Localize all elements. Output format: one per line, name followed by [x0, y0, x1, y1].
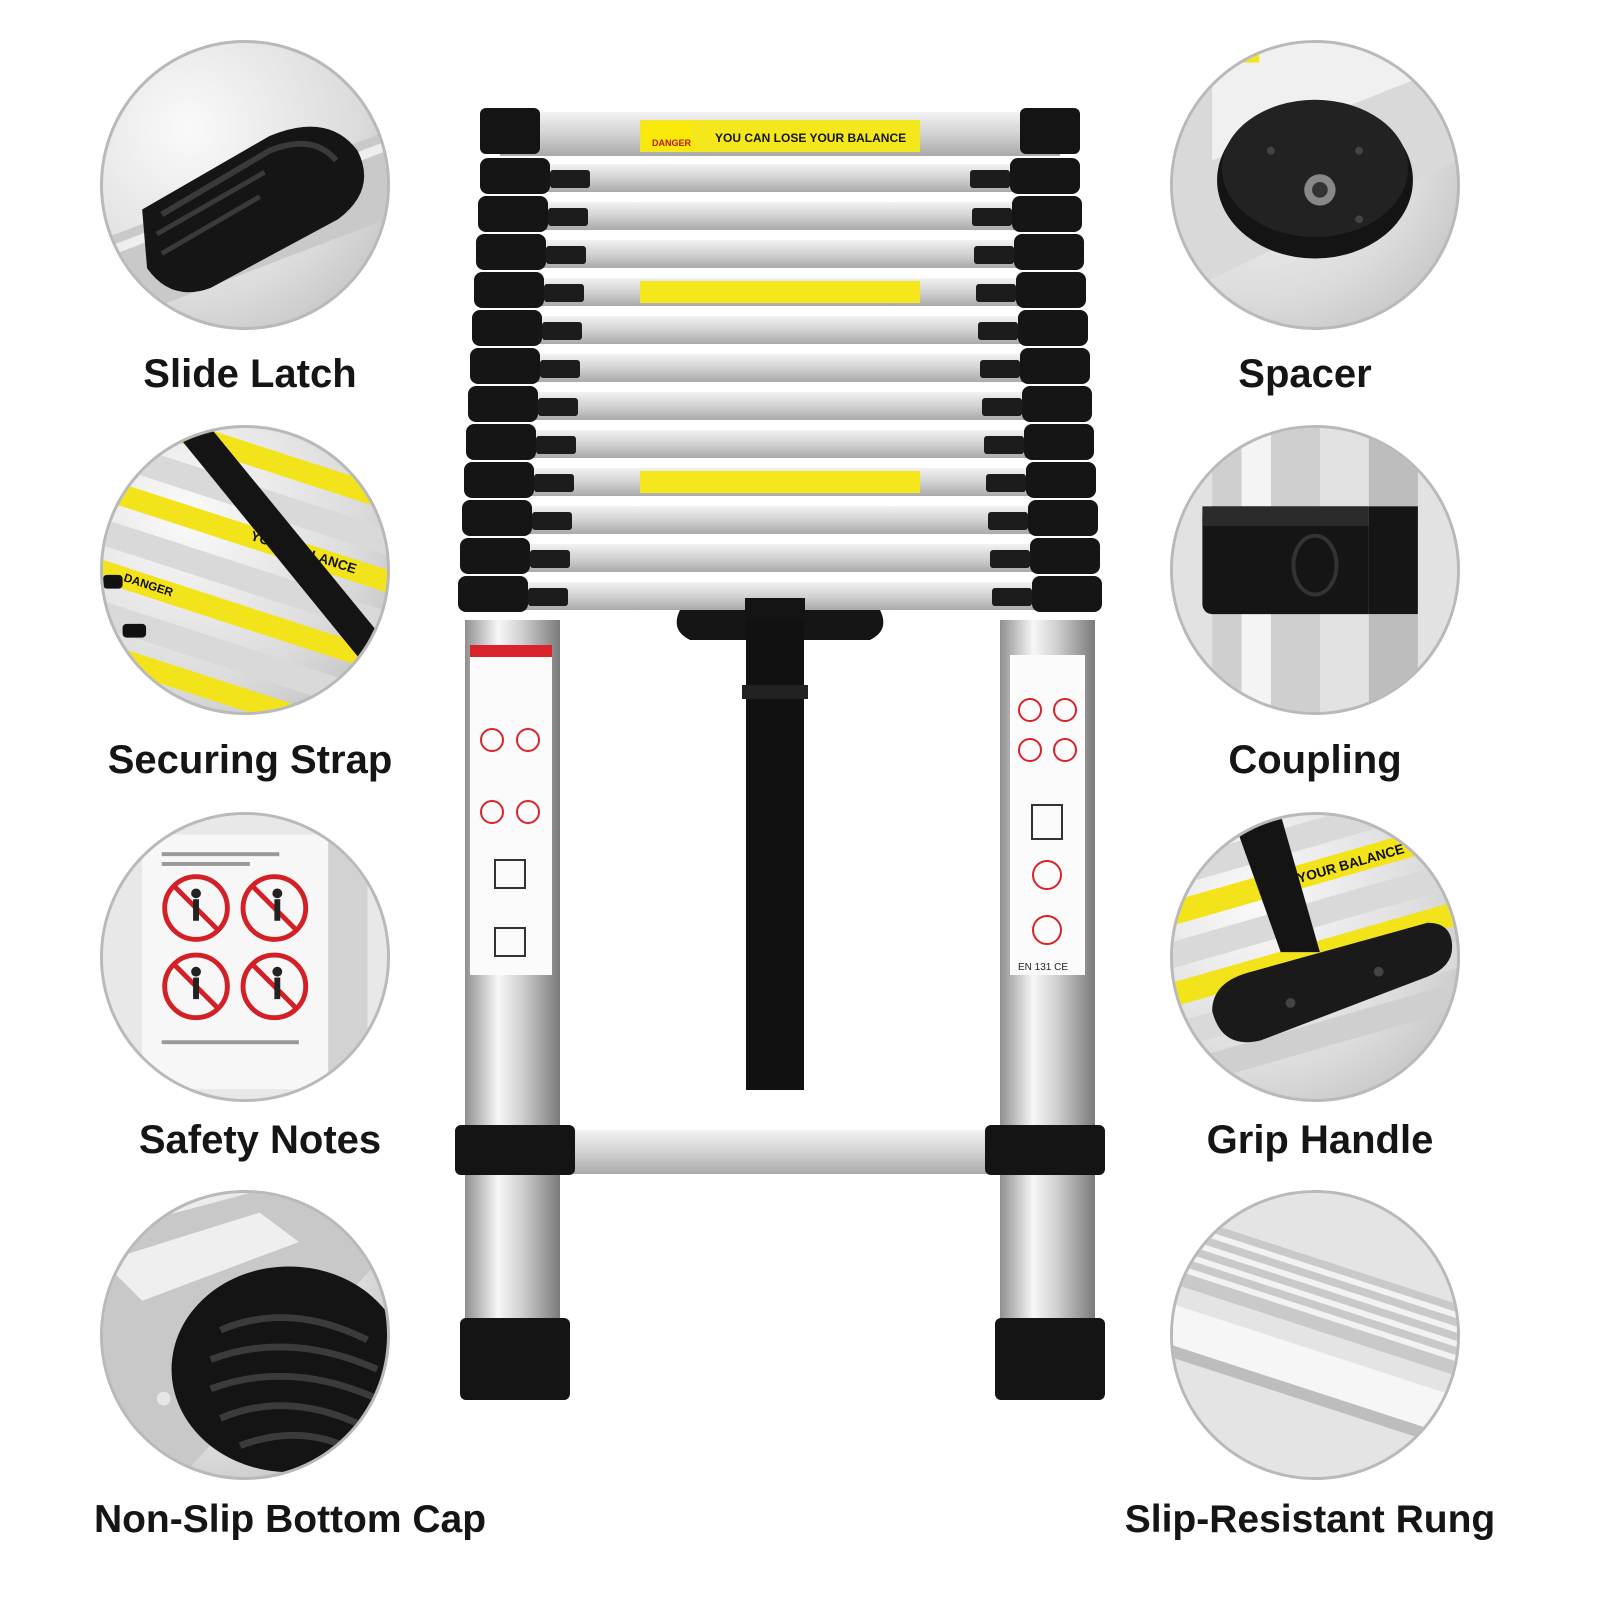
- slide-latch-left: [530, 550, 570, 568]
- coupling-icon: [1173, 428, 1457, 712]
- ladder-rung: [521, 430, 1039, 458]
- rung-coupling-right: [1022, 386, 1092, 422]
- slide-latch-right: [978, 322, 1018, 340]
- slide-latch-right: [972, 208, 1012, 226]
- rung-coupling-right: [1010, 158, 1080, 194]
- certification-text: EN 131 CE: [1018, 962, 1068, 973]
- rung-warning-label: [640, 471, 920, 493]
- ladder-rung: [517, 506, 1043, 534]
- coupling-right: [985, 1125, 1105, 1175]
- bottom-cap-right: [995, 1318, 1105, 1400]
- rung-coupling-right: [1020, 348, 1090, 384]
- ladder-rung: [527, 316, 1033, 344]
- rung-closeup: [1170, 1190, 1460, 1480]
- slide-latch-left: [532, 512, 572, 530]
- top-warning-tag: DANGER: [652, 138, 692, 148]
- slide-latch-right: [986, 474, 1026, 492]
- rung-coupling-right: [1026, 462, 1096, 498]
- slide-latch-left: [542, 322, 582, 340]
- top-end-cap-right: [1020, 108, 1080, 154]
- bottom-cap-label: Non-Slip Bottom Cap: [93, 1498, 487, 1541]
- left-safety-sticker: [470, 645, 552, 975]
- slide-latch-left: [548, 208, 588, 226]
- rung-icon: [1173, 1193, 1457, 1477]
- rung-label: Slip-Resistant Rung: [1124, 1498, 1496, 1541]
- slide-latch-left: [528, 588, 568, 606]
- grip-handle-label: Grip Handle: [1206, 1118, 1434, 1162]
- grip-handle-closeup: YOUR BALANCE: [1170, 812, 1460, 1102]
- slide-latch-left: [536, 436, 576, 454]
- slide-latch-closeup: [100, 40, 390, 330]
- slide-latch-right: [990, 550, 1030, 568]
- slide-latch-right: [976, 284, 1016, 302]
- bottom-cap-left: [460, 1318, 570, 1400]
- top-warning-text: YOU CAN LOSE YOUR BALANCE: [715, 131, 906, 145]
- rung-coupling-right: [1030, 538, 1100, 574]
- rung-coupling-right: [1032, 576, 1102, 612]
- slide-latch-label: Slide Latch: [143, 352, 357, 396]
- coupling-label: Coupling: [1228, 738, 1402, 782]
- rung-coupling-right: [1012, 196, 1082, 232]
- rung-coupling-left: [460, 538, 530, 574]
- spacer-closeup: [1170, 40, 1460, 330]
- slide-latch-right: [980, 360, 1020, 378]
- slide-latch-icon: [103, 126, 387, 327]
- slide-latch-left: [534, 474, 574, 492]
- coupling-closeup: [1170, 425, 1460, 715]
- rung-coupling-left: [472, 310, 542, 346]
- securing-strap-label: Securing Strap: [107, 738, 393, 782]
- safety-notes-label: Safety Notes: [138, 1118, 382, 1162]
- telescopic-ladder: DANGER YOU CAN LOSE YOUR BALANCE EN 131 …: [455, 108, 1105, 1400]
- slide-latch-right: [982, 398, 1022, 416]
- rung-warning-label: [640, 281, 920, 303]
- spacer-icon: [1173, 43, 1457, 298]
- strap-closeup-icon: YOUR BALANCE DANGER: [103, 428, 387, 712]
- slide-latch-right: [974, 246, 1014, 264]
- ladder-rung: [533, 202, 1027, 230]
- rung-coupling-right: [1028, 500, 1098, 536]
- ladder-rung: [525, 354, 1035, 382]
- bottom-cap-closeup: [100, 1190, 390, 1480]
- rung-coupling-left: [476, 234, 546, 270]
- right-safety-sticker: EN 131 CE: [1010, 655, 1085, 975]
- rung-stack: [458, 158, 1102, 612]
- grip-handle-icon: YOUR BALANCE: [1173, 815, 1457, 1093]
- rung-coupling-right: [1024, 424, 1094, 460]
- safety-notes-icon: [103, 815, 387, 1099]
- slide-latch-left: [538, 398, 578, 416]
- rung-coupling-left: [458, 576, 528, 612]
- spacer-label: Spacer: [1238, 352, 1372, 396]
- slide-latch-left: [540, 360, 580, 378]
- slide-latch-right: [988, 512, 1028, 530]
- rung-coupling-left: [480, 158, 550, 194]
- coupling-left: [455, 1125, 575, 1175]
- slide-latch-left: [546, 246, 586, 264]
- slide-latch-left: [550, 170, 590, 188]
- ladder-rung: [535, 164, 1025, 192]
- rung-coupling-left: [474, 272, 544, 308]
- rung-coupling-right: [1018, 310, 1088, 346]
- rung-coupling-left: [464, 462, 534, 498]
- securing-strap: [676, 598, 884, 1090]
- slide-latch-right: [970, 170, 1010, 188]
- ladder-rung: [531, 240, 1029, 268]
- slide-latch-left: [544, 284, 584, 302]
- rung-coupling-left: [478, 196, 548, 232]
- ladder-rung: [515, 544, 1045, 572]
- slide-latch-right: [992, 588, 1032, 606]
- rung-coupling-right: [1014, 234, 1084, 270]
- rung-coupling-left: [466, 424, 536, 460]
- rung-coupling-left: [462, 500, 532, 536]
- rung-coupling-left: [470, 348, 540, 384]
- safety-notes-closeup: [100, 812, 390, 1102]
- ladder-rung: [523, 392, 1037, 420]
- slide-latch-right: [984, 436, 1024, 454]
- bottom-cap-icon: [103, 1193, 387, 1477]
- bottom-rung: [540, 1130, 1020, 1174]
- rung-coupling-right: [1016, 272, 1086, 308]
- top-end-cap-left: [480, 108, 540, 154]
- rung-coupling-left: [468, 386, 538, 422]
- securing-strap-closeup: YOUR BALANCE DANGER: [100, 425, 390, 715]
